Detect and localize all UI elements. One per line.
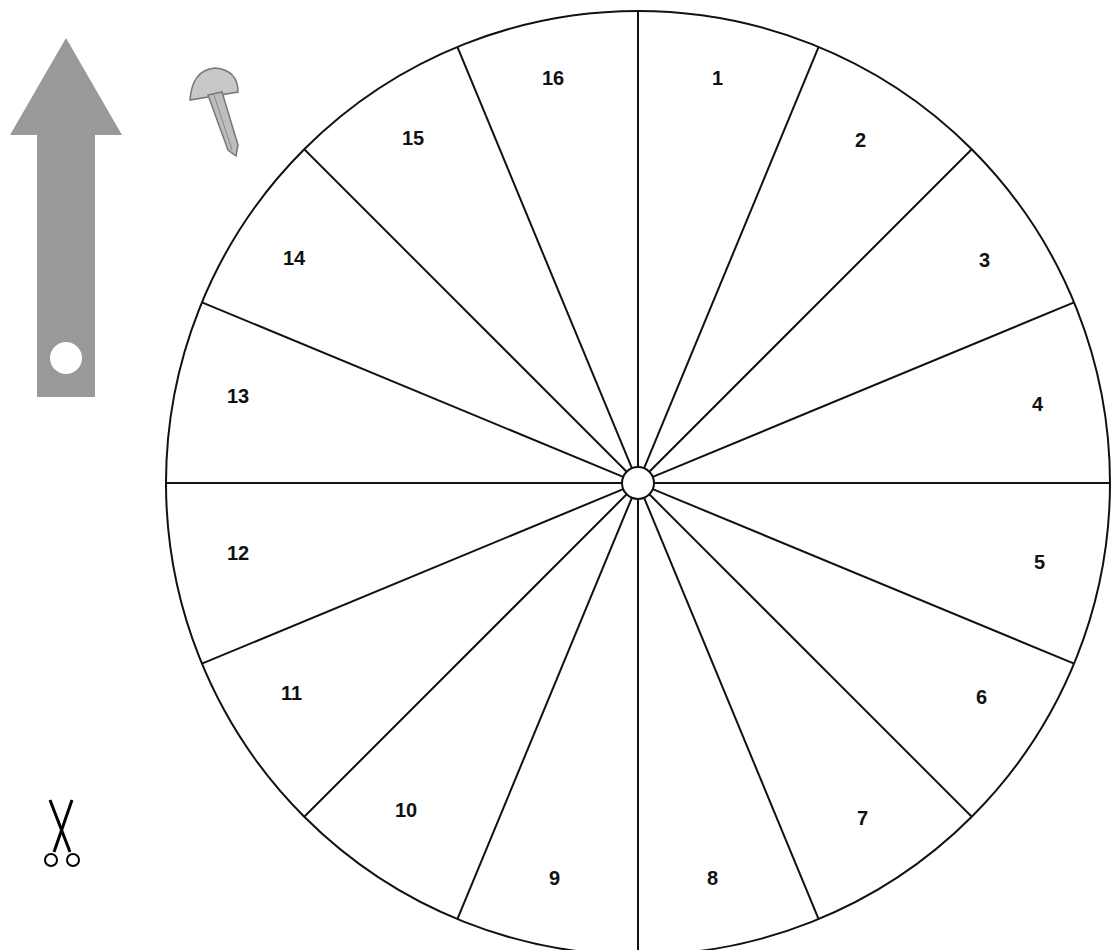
sector-number: 9 (549, 868, 560, 888)
sector-line (457, 498, 632, 919)
sector-line (644, 47, 819, 468)
sector-number: 11 (281, 683, 302, 703)
sector-number: 15 (402, 128, 424, 148)
sector-number: 4 (1032, 394, 1043, 414)
sector-number: 3 (979, 250, 990, 270)
sector-number: 12 (227, 543, 249, 563)
sector-line (649, 149, 971, 471)
sector-line (202, 302, 623, 477)
sector-line (637, 499, 639, 950)
sector-line (637, 11, 639, 467)
scissors-icon (45, 800, 79, 866)
sector-line (202, 489, 623, 664)
sector-line (649, 494, 971, 816)
center-hole (622, 467, 654, 499)
sector-line (653, 489, 1074, 664)
spinner-wheel (166, 11, 1110, 950)
sector-number: 2 (855, 130, 866, 150)
sector-line (457, 47, 632, 468)
pointer-arrow (10, 38, 122, 397)
sector-line (166, 482, 622, 484)
wheel-outline (166, 11, 1110, 950)
sector-line (304, 494, 626, 816)
sector-number: 10 (395, 800, 417, 820)
sector-line (644, 498, 819, 919)
sector-number: 7 (857, 808, 868, 828)
paper-fastener (190, 68, 238, 156)
sector-number: 16 (542, 68, 564, 88)
sector-line (653, 302, 1074, 477)
sector-lines (166, 11, 1110, 950)
sector-number: 13 (227, 386, 249, 406)
sector-number: 8 (707, 868, 718, 888)
sector-number: 5 (1034, 552, 1045, 572)
sector-line (654, 482, 1110, 484)
sector-number: 6 (976, 687, 987, 707)
sector-line (304, 149, 626, 471)
sector-number: 1 (712, 68, 723, 88)
sector-number: 14 (283, 248, 305, 268)
